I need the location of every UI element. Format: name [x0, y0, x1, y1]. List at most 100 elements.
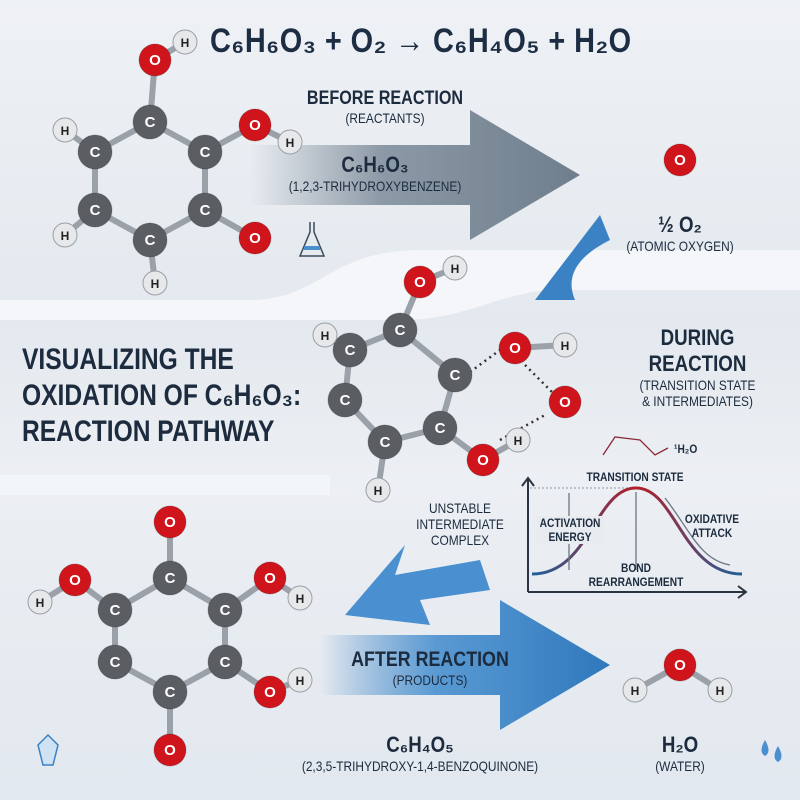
atom-label: H: [321, 329, 330, 343]
atom-label: O: [264, 684, 276, 701]
reaction-equation: C₆H₆O₃ + O₂ → C₆H₄O₅ + H₂O: [210, 22, 632, 60]
atom-label: H: [561, 339, 570, 353]
atom-label: C: [395, 322, 406, 339]
atom-label: O: [69, 572, 81, 589]
product-molecule-atom-c: C: [97, 592, 133, 628]
atom-label: H: [514, 434, 523, 448]
during-line-3: (TRANSITION STATE: [639, 377, 756, 393]
interaction-dotted-line: [499, 413, 546, 442]
reactant-molecule-atom-c: C: [187, 134, 223, 170]
atom-label: H: [296, 674, 305, 688]
atom-label: H: [61, 229, 70, 243]
intermediate-molecule-atom-o: O: [403, 265, 437, 299]
atom-label: H: [716, 684, 725, 698]
during-section: DURING REACTION (TRANSITION STATE & INTE…: [610, 325, 785, 409]
intermediate-arrow: [345, 545, 490, 625]
oxygen-label: ½ O₂ (ATOMIC OXYGEN): [600, 212, 760, 254]
main-title: VISUALIZING THE OXIDATION OF C₆H₆O₃: REA…: [22, 342, 363, 450]
water-tag: ¹H₂O: [674, 442, 698, 456]
oxygen-formula: ½ O₂: [658, 212, 702, 237]
section-band-top: [0, 250, 800, 320]
section-band-bottom: [0, 475, 330, 495]
oxygen-name: (ATOMIC OXYGEN): [626, 238, 734, 254]
atom-label: C: [200, 202, 211, 219]
product-molecule-atom-c: C: [152, 560, 188, 596]
water-drops-icon: [761, 740, 782, 762]
product-molecule-atom-h: H: [27, 589, 53, 615]
bond-line-2: REARRANGEMENT: [588, 575, 684, 589]
intermediate-molecule-atom-c: C: [382, 312, 418, 348]
water-label: H₂O (WATER): [620, 732, 740, 774]
water-formula: H₂O: [661, 732, 699, 757]
atom-label: C: [165, 684, 176, 701]
product-molecule-atom-o: O: [58, 563, 92, 597]
intermediate-molecule-atom-c: C: [367, 424, 403, 460]
reactant-molecule-atom-h: H: [52, 222, 78, 248]
atom-label: O: [164, 514, 176, 531]
product-name: (2,3,5-TRIHYDROXY-1,4-BENZOQUINONE): [301, 758, 539, 774]
water-molecule-atom-h: H: [707, 677, 733, 703]
title-line-2: OXIDATION OF C₆H₆O₃:: [22, 379, 302, 412]
reactant-molecule-atom-o: O: [138, 43, 172, 77]
reactant-molecule-atom-o: O: [238, 221, 272, 255]
during-arrow: [535, 215, 610, 300]
water-name: (WATER): [655, 758, 705, 774]
product-arrow: [320, 600, 610, 730]
flask-icon: [298, 222, 326, 257]
atom-label: C: [435, 420, 446, 437]
atom-label: C: [220, 654, 231, 671]
intermediate-molecule-atom-h: H: [365, 477, 391, 503]
reactant-molecule-atom-c: C: [77, 134, 113, 170]
reactant-molecule-atom-c: C: [77, 192, 113, 228]
reactant-formula: C₆H₆O₃: [341, 152, 409, 177]
atom-label: H: [374, 484, 383, 498]
transition-state-label: TRANSITION STATE: [586, 470, 684, 484]
product-molecule-atom-c: C: [152, 674, 188, 710]
product-molecule-atom-o: O: [253, 675, 287, 709]
oxidative-line-1: OXIDATIVE: [684, 512, 740, 526]
during-line-4: & INTERMEDIATES): [642, 393, 753, 409]
oxidative-line-2: ATTACK: [691, 526, 733, 540]
intermediate-molecule-atom-c: C: [437, 357, 473, 393]
after-heading: AFTER REACTION: [351, 648, 509, 671]
atom-label: C: [110, 654, 121, 671]
atom-label: C: [90, 202, 101, 219]
before-section: BEFORE REACTION (REACTANTS): [270, 88, 500, 126]
reactant-molecule-atom-h: H: [142, 270, 168, 296]
atom-label: H: [36, 596, 45, 610]
product-molecule-atom-c: C: [207, 644, 243, 680]
product-molecule-atom-o: O: [153, 505, 187, 539]
atom-label: H: [181, 36, 190, 50]
intermediate-molecule-atom-o: O: [466, 443, 500, 477]
product-label: C₆H₄O₅ (2,3,5-TRIHYDROXY-1,4-BENZOQUINON…: [270, 732, 570, 774]
atom-label: O: [264, 570, 276, 587]
product-molecule-atom-c: C: [207, 592, 243, 628]
atom-label: C: [380, 434, 391, 451]
intermediate-label: UNSTABLE INTERMEDIATE COMPLEX: [395, 500, 525, 548]
atomic-oxygen-atom-o: O: [663, 143, 697, 177]
intermediate-line-2: INTERMEDIATE: [416, 516, 504, 532]
intermediate-line-3: COMPLEX: [430, 532, 490, 548]
intermediate-molecule-atom-o: O: [498, 331, 532, 365]
intermediate-molecule-atom-c: C: [422, 410, 458, 446]
reactant-molecule-atom-c: C: [132, 222, 168, 258]
before-subheading: (REACTANTS): [345, 110, 425, 126]
energy-diagram: [521, 436, 748, 599]
after-subheading: (PRODUCTS): [392, 672, 468, 688]
reactant-molecule-atom-c: C: [132, 104, 168, 140]
activation-line-2: ENERGY: [548, 530, 592, 544]
product-molecule-atom-c: C: [97, 644, 133, 680]
reactant-molecule-atom-c: C: [187, 192, 223, 228]
reactant-molecule-atom-o: O: [238, 108, 272, 142]
interaction-dotted-line: [524, 364, 556, 396]
atom-label: H: [151, 277, 160, 291]
intermediate-molecule-atom-c: C: [327, 382, 363, 418]
reactant-name: (1,2,3-TRIHYDROXYBENZENE): [288, 178, 462, 194]
atom-label: C: [90, 144, 101, 161]
reactant-molecule-atom-h: H: [52, 117, 78, 143]
intermediate-molecule-atom-c: C: [332, 332, 368, 368]
